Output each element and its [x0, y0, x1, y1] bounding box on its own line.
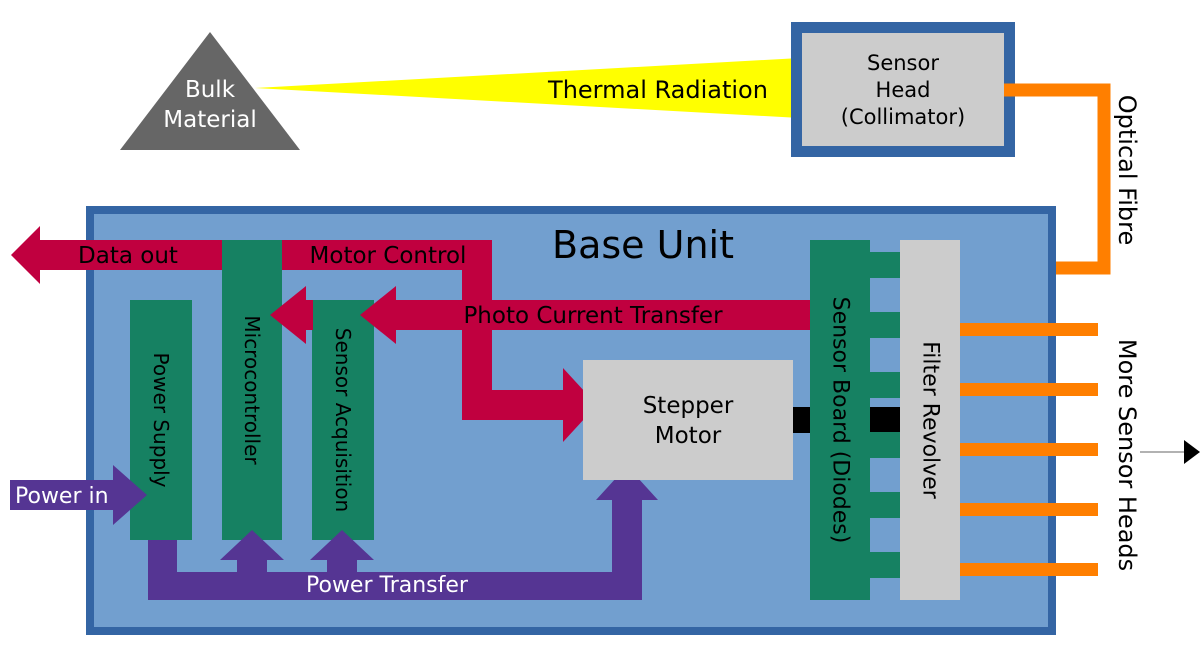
- sensor-board-tooth-6: [870, 552, 900, 578]
- sensor-board-tooth-3: [870, 372, 900, 398]
- power-in-label: Power in: [15, 484, 109, 509]
- thermal-radiation-label: Thermal Radiation: [547, 76, 768, 104]
- fibre-stub-5: [960, 503, 1098, 516]
- stepper-motor-box: [583, 360, 793, 480]
- data-out-bar: [40, 240, 222, 270]
- bulk-material-triangle: [120, 32, 300, 150]
- power-supply-label: Power Supply: [149, 353, 173, 488]
- microcontroller-label: Microcontroller: [240, 315, 264, 465]
- motor-control-arrow: [282, 240, 597, 442]
- sensor-head-box: [802, 33, 1004, 146]
- more-sensor-heads-arrow-head: [1184, 440, 1200, 464]
- data-out-arrowhead: [11, 226, 40, 284]
- motor-control-label: Motor Control: [310, 243, 467, 269]
- photo-current-bar: [395, 300, 810, 330]
- fibre-stub-4: [960, 443, 1098, 456]
- bulk-material-label-line2: Material: [163, 107, 256, 133]
- fibre-stub-3: [960, 383, 1098, 396]
- photo-current-arrowhead-microcontroller: [270, 286, 306, 344]
- power-transfer-label: Power Transfer: [306, 573, 469, 598]
- photo-current-arrowhead-acquisition: [360, 286, 396, 344]
- data-out-label: Data out: [78, 243, 178, 269]
- thermal-radiation-beam: [255, 58, 800, 118]
- stepper-motor-label-line2: Motor: [655, 423, 722, 449]
- sensor-board-tooth-2: [870, 312, 900, 338]
- power-transfer-path: [148, 466, 658, 600]
- microcontroller-module: [222, 240, 282, 540]
- sensor-board: [810, 240, 870, 600]
- photo-current-label: Photo Current Transfer: [463, 303, 723, 329]
- sensor-board-tooth-1: [870, 252, 900, 278]
- fibre-stub-2: [960, 323, 1098, 336]
- optical-fibre-label: Optical Fibre: [1113, 95, 1141, 245]
- stepper-motor-label-line1: Stepper: [643, 393, 734, 419]
- sensor-head-label-line1: Sensor: [867, 51, 939, 75]
- sensor-board-label: Sensor Board (Diodes): [828, 297, 853, 544]
- sensor-acquisition-label: Sensor Acquisition: [331, 328, 355, 512]
- sensor-acquisition-module: [312, 300, 374, 540]
- sensor-head-label-line3: (Collimator): [841, 105, 965, 129]
- power-in-arrow: [10, 465, 147, 525]
- filter-revolver-label: Filter Revolver: [918, 341, 943, 499]
- power-transfer-arrow-microcontroller: [220, 530, 284, 572]
- power-transfer-arrow-acquisition: [310, 530, 374, 572]
- fibre-stub-6: [960, 563, 1098, 576]
- sensor-board-tooth-4: [870, 432, 900, 458]
- base-unit-label: Base Unit: [552, 223, 734, 267]
- photo-current-link-bar: [305, 300, 313, 330]
- more-sensor-heads-label: More Sensor Heads: [1113, 339, 1141, 571]
- sensor-board-tooth-5: [870, 492, 900, 518]
- sensor-head-label-line2: Head: [876, 78, 931, 102]
- filter-revolver: [900, 240, 960, 600]
- bulk-material-label-line1: Bulk: [185, 77, 236, 103]
